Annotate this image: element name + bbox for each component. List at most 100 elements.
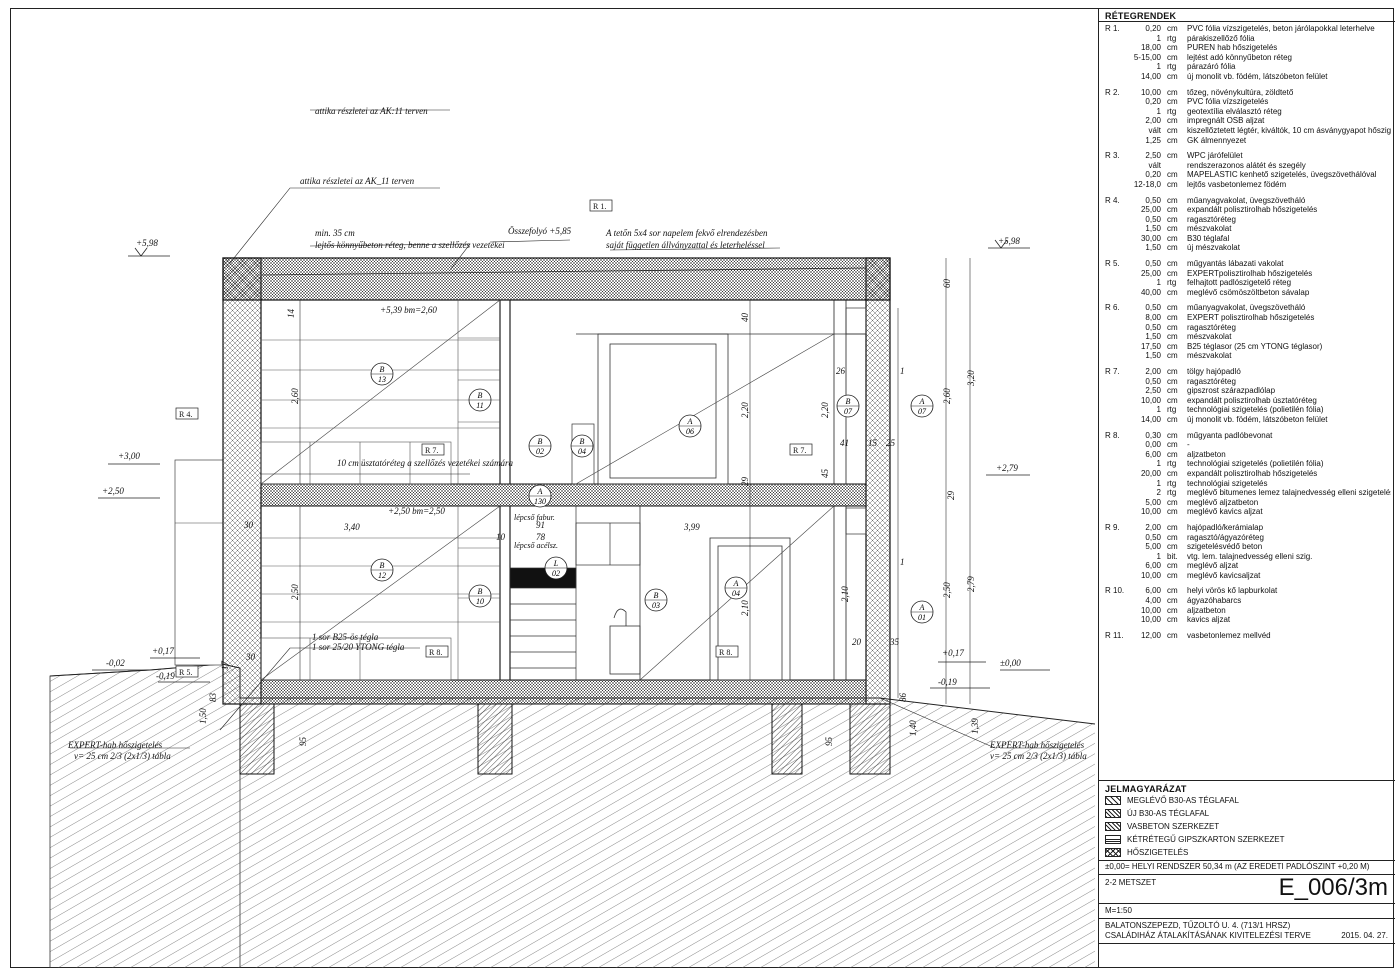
layer-description: technológiai szigetelés (1187, 478, 1268, 488)
note-attika-1: attika részletei az AK:11 terven (315, 106, 428, 116)
room-bubble: B12 (370, 558, 394, 582)
dim-20: 20 (852, 637, 862, 647)
layer-value: 2,00 (1145, 116, 1161, 126)
legend-label: HŐSZIGETELÉS (1127, 848, 1189, 857)
layer-value: vált (1148, 160, 1161, 170)
layer-description: ragasztóréteg (1187, 214, 1236, 224)
layer-code: R 8. (1105, 430, 1120, 440)
layer-description: tőzeg, növénykultúra, zöldtető (1187, 87, 1294, 97)
layer-value: 5,00 (1145, 542, 1161, 552)
layer-description: WPC járófelület (1187, 151, 1243, 161)
right-window-upper (845, 307, 867, 335)
scale: M=1:50 (1105, 906, 1132, 915)
layer-value: 1,50 (1145, 243, 1161, 253)
note-lepcso-2: lépcső acélsz. (514, 541, 558, 550)
layer-code (1105, 215, 1129, 225)
layer-value: 12-18,0 (1133, 179, 1161, 189)
dim-86: 86 (898, 693, 908, 703)
layer-unit: cm (1167, 367, 1178, 376)
layer-description: műgyanta padlóbevonat (1187, 430, 1273, 440)
layer-description: párazáró fólia (1187, 62, 1236, 72)
layer-code (1105, 386, 1129, 396)
layer-unit: cm (1167, 630, 1178, 640)
layer-code (1105, 332, 1129, 342)
layer-code (1105, 606, 1129, 616)
layer-code (1105, 415, 1129, 425)
legend-title: JELMAGYARÁZAT (1105, 784, 1187, 794)
layer-code: R 7. (1105, 367, 1120, 376)
level-bm250: +2,50 bm=2,50 (388, 506, 445, 516)
bubble-number: 03 (652, 601, 660, 610)
dim-41: 41 (840, 438, 849, 448)
layer-description: meglévő kavicsaljzat (1187, 570, 1261, 580)
foundation-mid2 (771, 703, 803, 775)
layer-code (1105, 507, 1129, 517)
layer-description: ragasztóréteg (1187, 322, 1236, 332)
layer-description: felhajtott padlószigetelő réteg (1187, 278, 1292, 288)
layer-code (1105, 450, 1129, 460)
layer-value: 0,20 (1145, 170, 1161, 180)
layer-value: 8,00 (1145, 313, 1161, 323)
staircase (509, 423, 641, 680)
bubble-number: 11 (476, 401, 483, 410)
note-brick-2: 1 sor 25/20 YTONG tégla (312, 642, 405, 652)
dim-260a: 2,60 (290, 388, 300, 404)
layer-value: 1,50 (1145, 351, 1161, 361)
layer-value: 0,50 (1145, 195, 1161, 205)
bubble-letter: B (478, 391, 483, 400)
layer-code (1105, 571, 1129, 581)
layer-code (1105, 396, 1129, 406)
dim-91: 91 (536, 520, 545, 530)
note-expert-1a: EXPERT-hab hőszigetelés (67, 740, 163, 750)
upper-right-window (576, 333, 866, 485)
layer-description: meglévő aljzat (1187, 561, 1239, 571)
layer-value: 2,00 (1145, 522, 1161, 532)
layer-unit: cm (1167, 468, 1178, 478)
layer-description: geotextília elválasztó réteg (1187, 106, 1282, 116)
note-vent: 10 cm üsztatóréteg a szellőzés vezetékei… (337, 458, 513, 468)
dim-30b: 30 (245, 652, 256, 662)
dim-279: 2,79 (966, 576, 976, 592)
layer-value: 25,00 (1140, 268, 1161, 278)
layer-unit: cm (1167, 125, 1178, 135)
layer-unit: cm (1167, 341, 1178, 351)
layer-value: 10,00 (1140, 605, 1161, 615)
new-brick-hatch-icon (1105, 809, 1121, 818)
layer-code (1105, 469, 1129, 479)
layer-value: 25,00 (1140, 205, 1161, 215)
layer-description: műanyagvakolat, üvegszövetháló (1187, 195, 1306, 205)
room-bubble: A07 (910, 394, 934, 418)
layer-code (1105, 43, 1129, 53)
legend-item: HŐSZIGETELÉS (1105, 846, 1385, 859)
layer-value: 1 (1156, 278, 1161, 288)
dim-60: 60 (942, 279, 952, 289)
layer-unit: cm (1167, 170, 1178, 180)
room-bubble: A06 (678, 414, 702, 438)
room-bubble: B03 (644, 588, 668, 612)
bubble-letter: B (380, 365, 385, 374)
layer-value: 0,50 (1145, 303, 1161, 313)
layer-unit: cm (1167, 449, 1178, 459)
layer-code (1105, 278, 1129, 288)
bubble-number: 02 (552, 569, 560, 578)
bubble-letter: B (538, 437, 543, 446)
layer-code: R 10. (1105, 586, 1125, 596)
legend-label: MEGLÉVŐ B30-AS TÉGLAFAL (1127, 796, 1239, 805)
